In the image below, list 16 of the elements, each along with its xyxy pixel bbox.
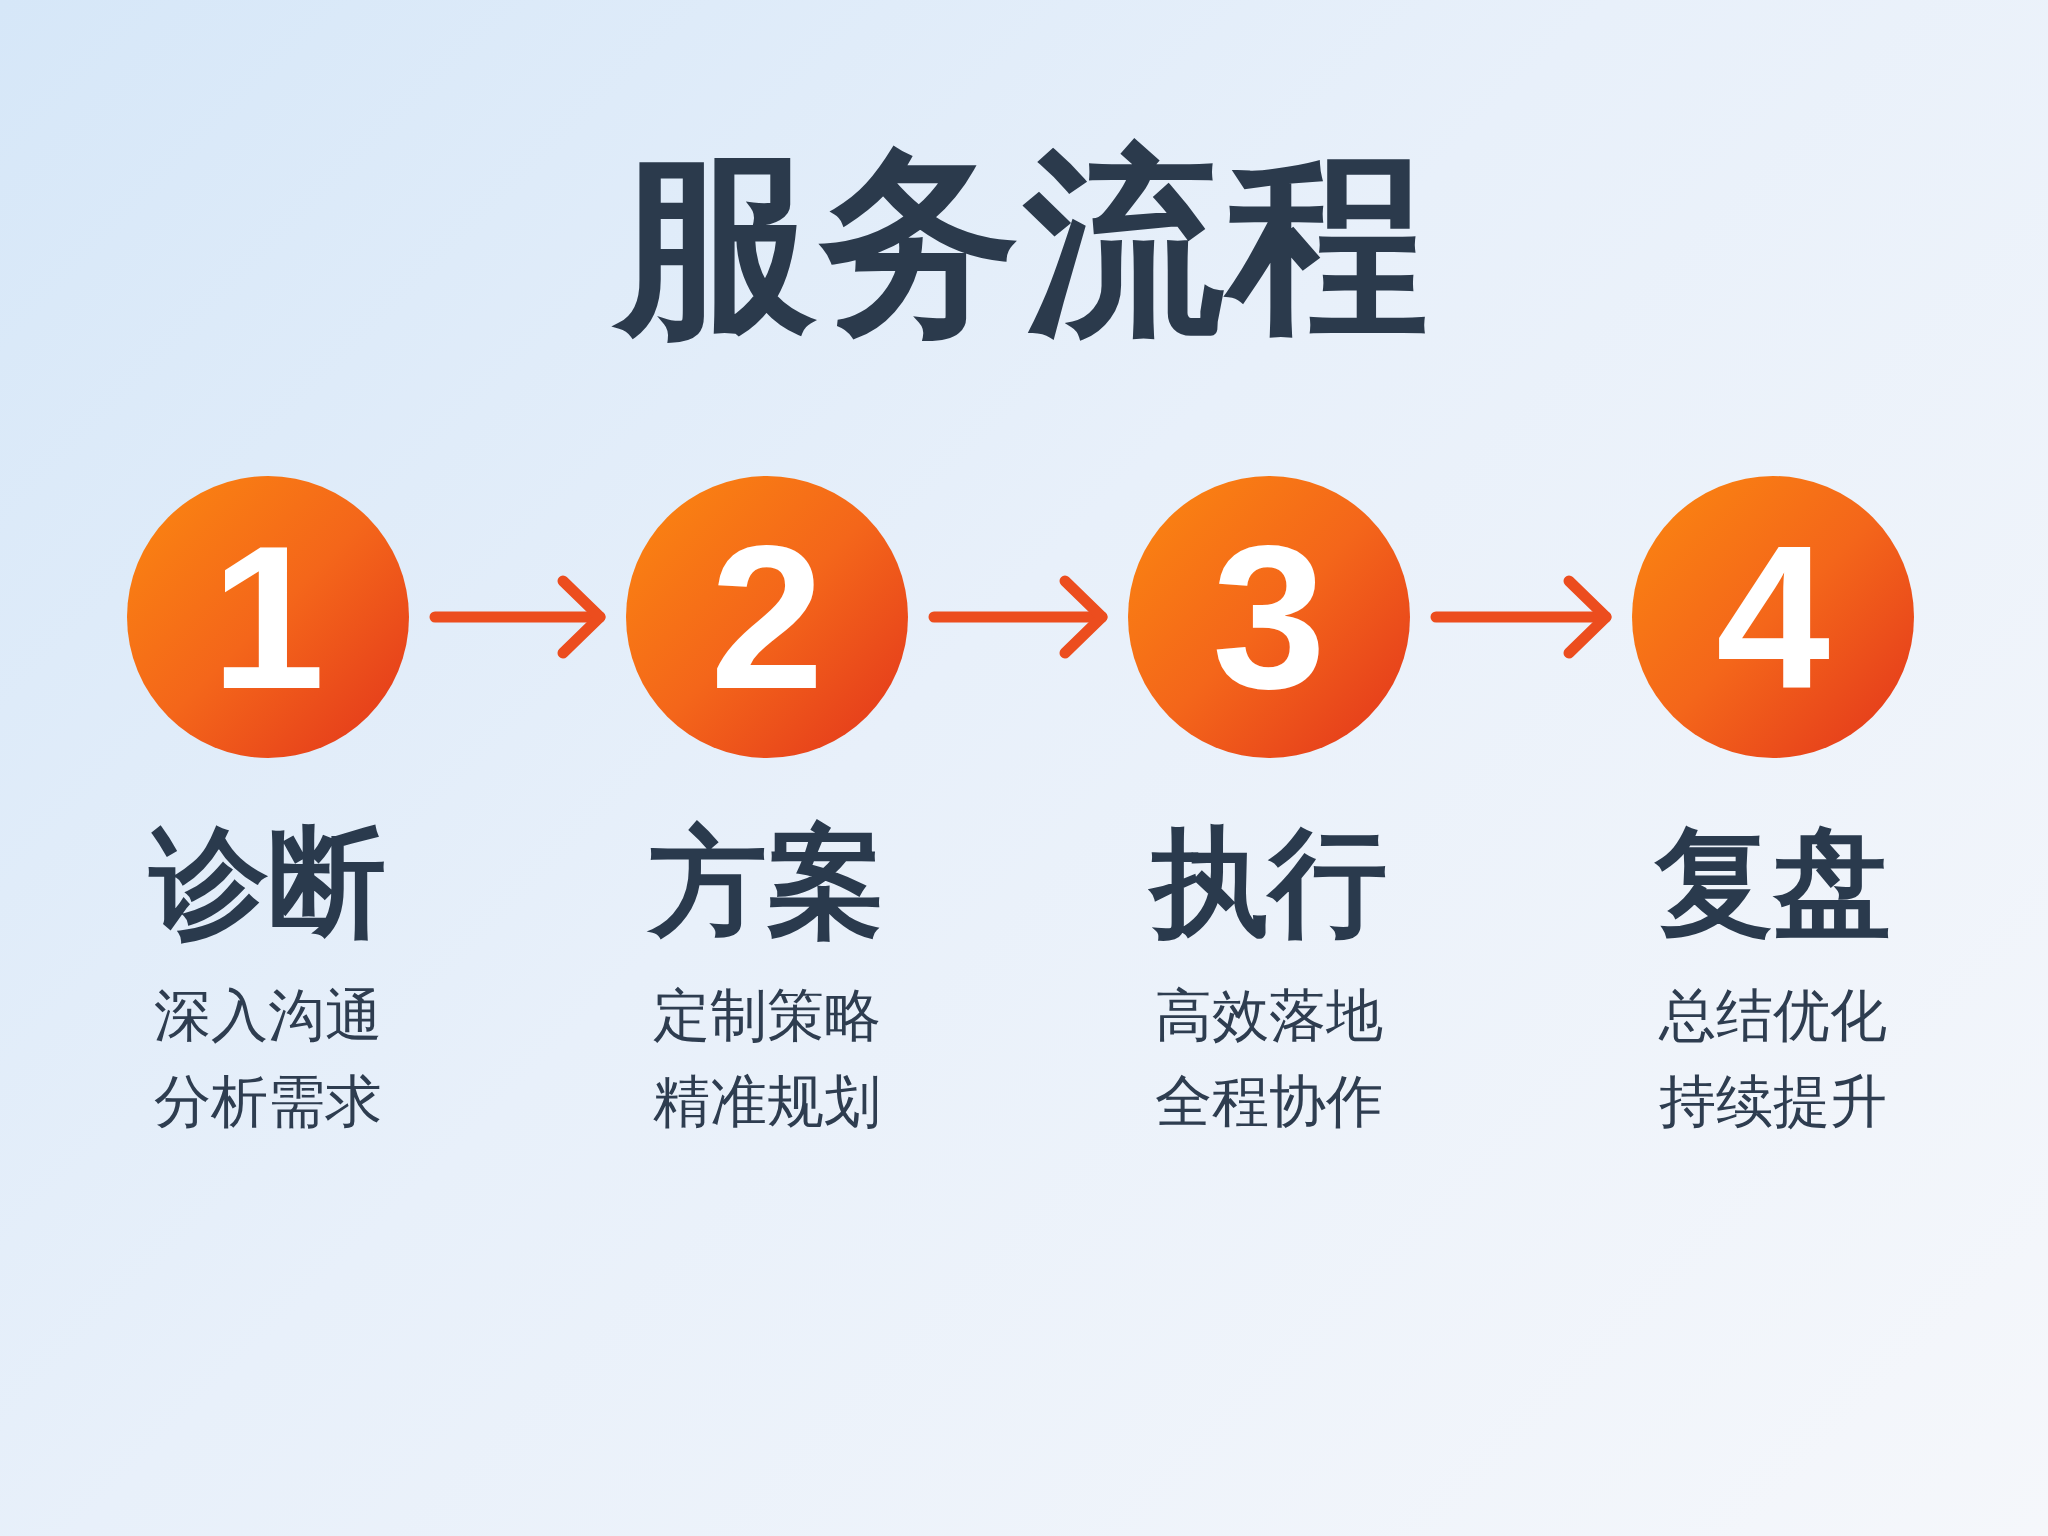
title: 服务流程 [0, 128, 2048, 358]
step-circle: 2 [626, 476, 908, 758]
step-description: 定制策略精准规划 [652, 981, 882, 1136]
step-circle: 4 [1632, 476, 1914, 758]
step-description: 高效落地全程协作 [1154, 981, 1384, 1136]
step-heading: 方案 [646, 812, 886, 952]
step-heading: 执行 [1069, 812, 1469, 952]
arrow [429, 575, 606, 659]
step-circle: 1 [127, 476, 409, 758]
step-description: 深入沟通分析需求 [153, 981, 383, 1136]
arrow [928, 575, 1108, 659]
step-circle: 3 [1128, 476, 1410, 758]
step-heading: 复盘 [1653, 812, 1892, 952]
arrow [1430, 575, 1612, 659]
step-heading: 诊断 [147, 812, 387, 952]
step-description: 总结优化持续提升 [1657, 981, 1888, 1136]
